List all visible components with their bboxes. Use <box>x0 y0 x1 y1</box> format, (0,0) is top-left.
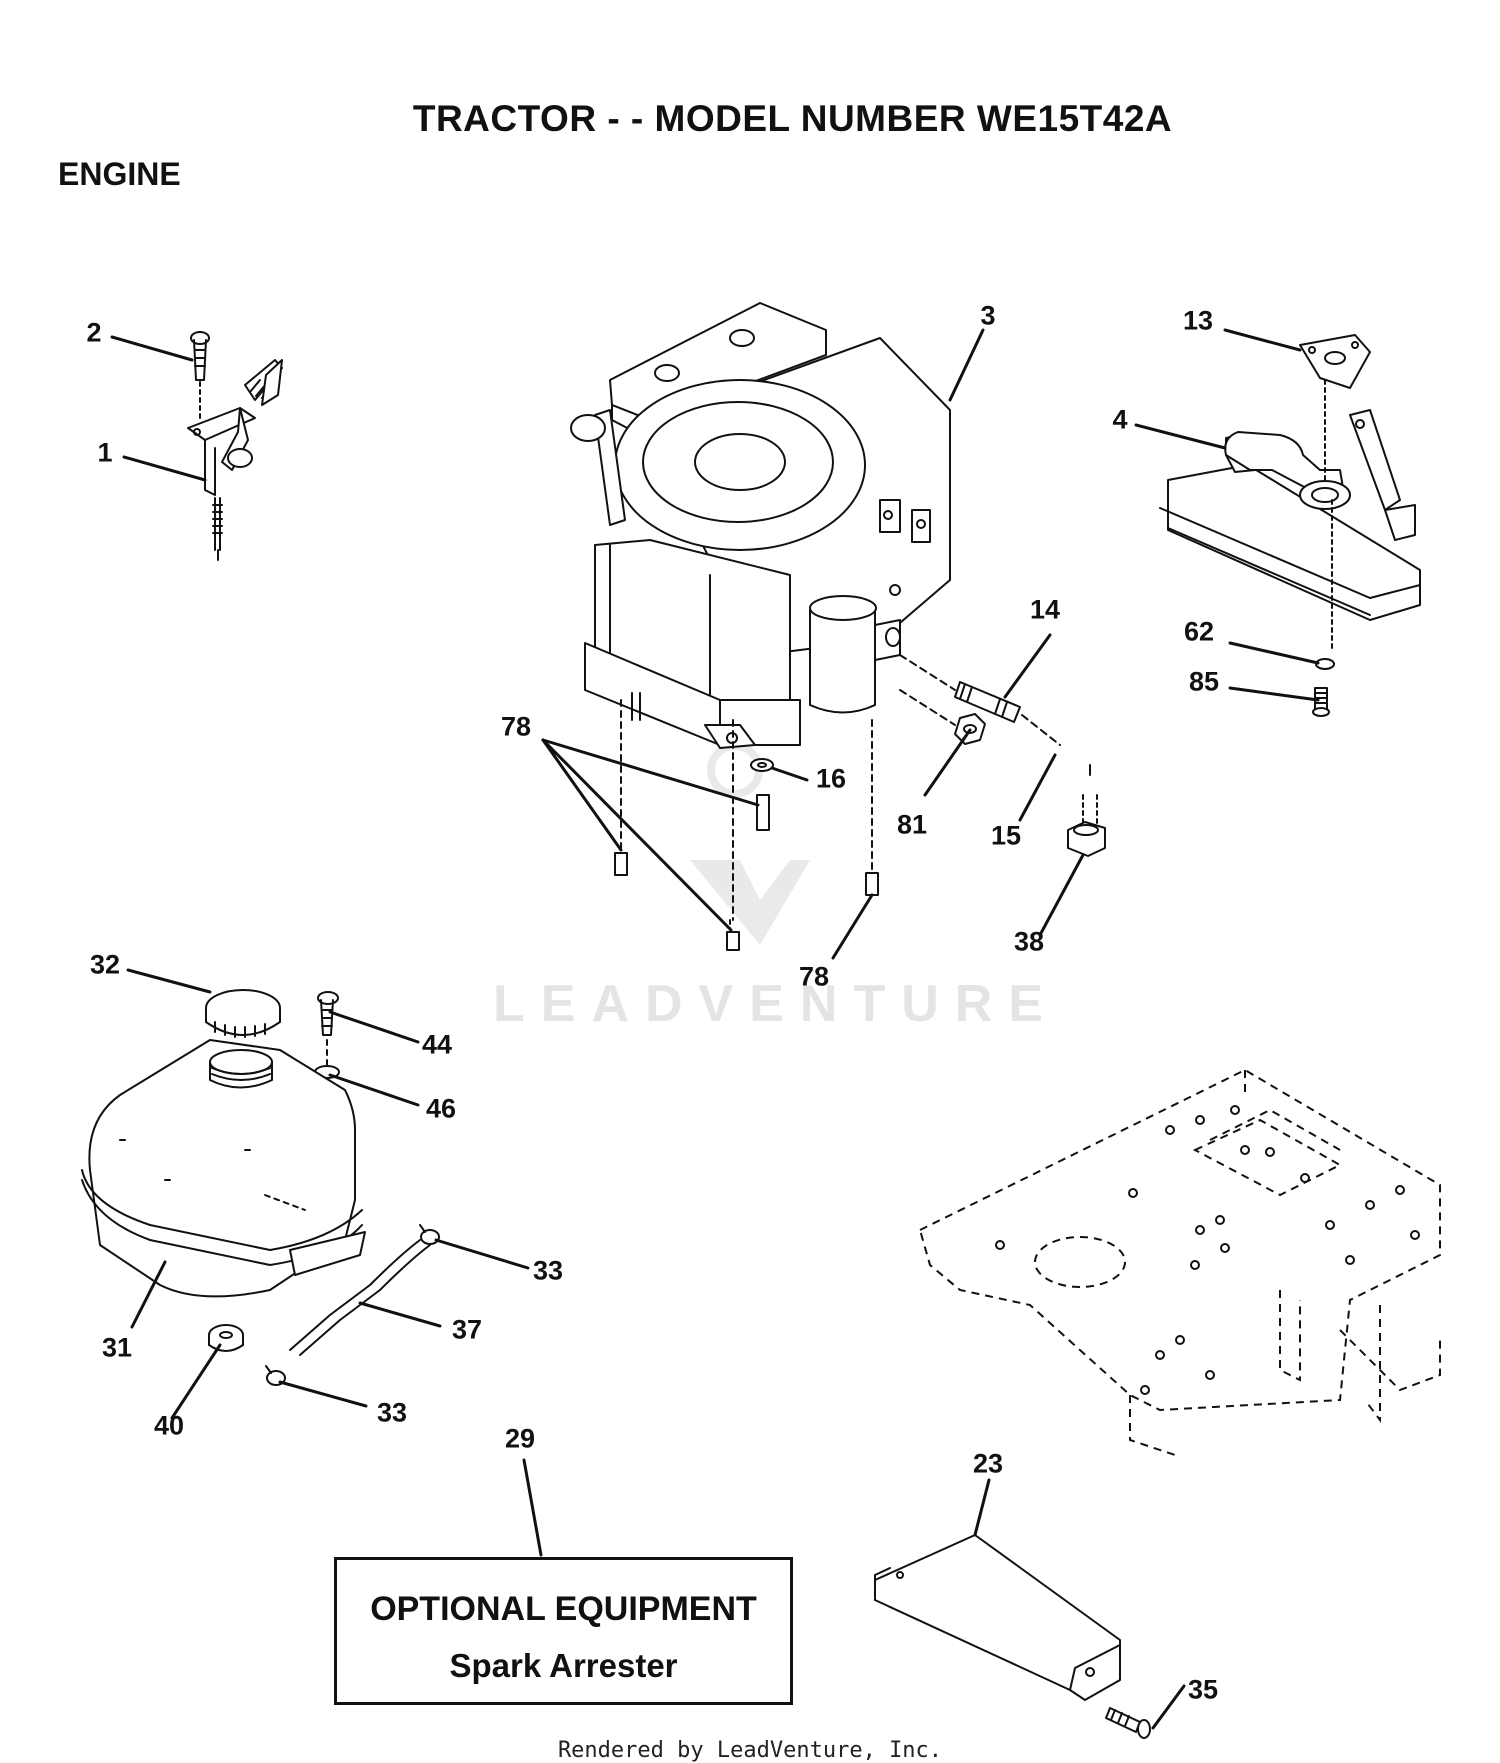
leader-lines <box>110 328 1320 1730</box>
callout-label: 35 <box>1187 1674 1219 1705</box>
throttle-control-part-1 <box>187 359 283 561</box>
optional-equipment-title: OPTIONAL EQUIPMENT <box>370 1590 757 1628</box>
callout-label: 33 <box>532 1255 564 1286</box>
screw-part-2 <box>190 331 210 421</box>
bushing-part-40 <box>208 1324 244 1352</box>
callout-label: 15 <box>990 820 1022 851</box>
callout-label: 37 <box>451 1314 483 1345</box>
callout-label: 16 <box>815 763 847 794</box>
callout-label: 31 <box>101 1332 133 1363</box>
callout-label: 3 <box>980 300 996 331</box>
callout-label: 13 <box>1182 305 1214 336</box>
callout-label: 1 <box>97 437 113 468</box>
callout-label: 44 <box>421 1029 453 1060</box>
callout-label: 2 <box>86 317 102 348</box>
muffler-part-4 <box>1159 379 1421 651</box>
callout-label: 78 <box>798 961 830 992</box>
callout-label: 38 <box>1013 926 1045 957</box>
spark-arrester-bracket-part-23 <box>874 1534 1121 1701</box>
callout-label: 29 <box>504 1423 536 1454</box>
optional-equipment-item: Spark Arrester <box>449 1647 678 1684</box>
pipe-part-14 <box>899 654 1021 723</box>
callout-label: 85 <box>1188 666 1220 697</box>
screw-part-85 <box>1312 687 1330 717</box>
callout-label: 4 <box>1112 404 1128 435</box>
washer-part-16 <box>750 758 774 772</box>
fuel-tank-part-31 <box>81 1039 366 1298</box>
gas-cap-part-32 <box>205 989 281 1038</box>
plug-part-38 <box>1067 764 1106 857</box>
callout-label: 14 <box>1029 594 1061 625</box>
callout-label: 40 <box>153 1410 185 1441</box>
callout-label: 46 <box>425 1093 457 1124</box>
callout-label: 33 <box>376 1397 408 1428</box>
bolts-part-78 <box>614 699 879 951</box>
fuel-line-part-37 <box>289 1239 431 1356</box>
callout-label: 23 <box>972 1448 1004 1479</box>
callout-label: 81 <box>896 809 928 840</box>
screw-part-35 <box>1105 1707 1151 1739</box>
tractor-frame <box>918 1068 1441 1456</box>
page-title: TRACTOR - - MODEL NUMBER WE15T42A <box>412 98 1173 139</box>
watermark-text: LEADVENTURE <box>493 975 1060 1033</box>
footer-credit: Rendered by LeadVenture, Inc. <box>557 1738 943 1763</box>
gasket-part-13 <box>1299 334 1371 389</box>
engine-part-3 <box>570 302 951 749</box>
optional-equipment-box: OPTIONAL EQUIPMENT Spark Arrester <box>334 1557 793 1705</box>
section-heading: ENGINE <box>58 156 181 192</box>
callout-label: 62 <box>1183 616 1215 647</box>
callout-label: 78 <box>500 711 532 742</box>
callout-label: 32 <box>89 949 121 980</box>
clamp-part-33-upper <box>419 1224 440 1245</box>
